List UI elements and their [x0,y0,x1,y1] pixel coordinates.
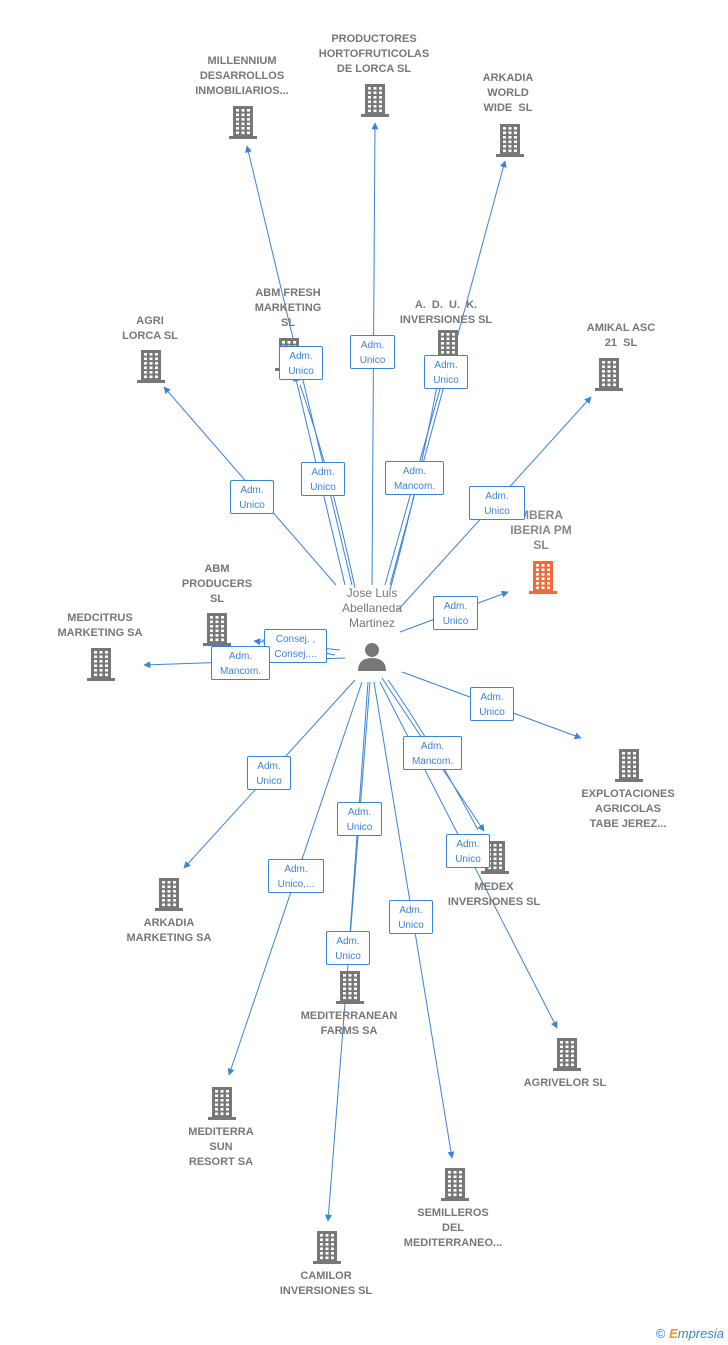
building-icon[interactable] [527,559,559,595]
role-badge[interactable]: Adm. Unico [469,486,525,520]
building-icon[interactable] [85,646,117,682]
building-icon[interactable] [494,122,526,158]
role-badge[interactable]: Adm. Unico [337,802,382,836]
company-label-arkadia-world[interactable]: ARKADIA WORLD WIDE SL [482,72,534,114]
role-badge[interactable]: Adm. Unico [279,346,323,380]
role-badge[interactable]: Adm. Unico [389,900,433,934]
person-icon[interactable] [357,641,387,671]
building-icon[interactable] [551,1036,583,1072]
role-badge[interactable]: Adm. Unico [433,596,478,630]
copyright-symbol: © [655,1326,666,1341]
role-badge[interactable]: Adm. Unico [424,355,468,389]
company-label-millennium[interactable]: MILLENNIUM DESARROLLOS INMOBILIARIOS... [195,55,289,97]
building-icon[interactable] [227,104,259,140]
company-label-medcitrus[interactable]: MEDCITRUS MARKETING SA [57,612,143,639]
role-badge[interactable]: Adm. Unico [326,931,370,965]
company-label-abm-producers[interactable]: ABM PRODUCERS SL [181,563,253,605]
company-label-productores[interactable]: PRODUCTORES HORTOFRUTICOLAS DE LORCA SL [318,33,430,75]
building-icon[interactable] [153,876,185,912]
building-icon[interactable] [311,1229,343,1265]
building-icon[interactable] [135,348,167,384]
building-icon[interactable] [593,356,625,392]
building-icon[interactable] [613,747,645,783]
company-label-camilor[interactable]: CAMILOR INVERSIONES SL [279,1270,373,1297]
company-label-semilleros[interactable]: SEMILLEROS DEL MEDITERRANEO... [403,1207,503,1249]
company-label-aduk[interactable]: A. D. U. K. INVERSIONES SL [399,299,493,326]
role-badge[interactable]: Adm. Unico [230,480,274,514]
company-label-arkadia-marketing[interactable]: ARKADIA MARKETING SA [126,917,212,944]
role-badge[interactable]: Adm. Unico [301,462,345,496]
role-badge[interactable]: Adm. Mancom. [403,736,462,770]
building-icon[interactable] [359,82,391,118]
role-badge[interactable]: Adm. Unico [350,335,395,369]
company-label-agri-lorca[interactable]: AGRI LORCA SL [122,315,178,342]
role-badge[interactable]: Adm. Unico [446,834,490,868]
role-badge[interactable]: Adm. Unico [247,756,291,790]
brand-logo-e: E [669,1326,678,1341]
role-badge[interactable]: Adm. Unico [470,687,514,721]
building-icon[interactable] [201,611,233,647]
company-label-mediterranean-farms[interactable]: MEDITERRANEAN FARMS SA [300,1010,398,1037]
company-label-amikal[interactable]: AMIKAL ASC 21 SL [586,322,656,349]
company-label-agrivelor[interactable]: AGRIVELOR SL [523,1077,607,1089]
company-label-embera[interactable]: MBERA IBERIA PM SL [510,508,572,552]
building-icon[interactable] [439,1166,471,1202]
company-label-mediterra-sun[interactable]: MEDITERRA SUN RESORT SA [188,1126,254,1168]
building-icon[interactable] [206,1085,238,1121]
company-label-explotaciones[interactable]: EXPLOTACIONES AGRICOLAS TABE JEREZ... [581,788,675,830]
brand-footer: © Empresia [656,1326,724,1341]
brand-logo-text: mpresia [677,1326,724,1341]
company-label-medex[interactable]: MEDEX INVERSIONES SL [447,881,541,908]
company-label-abm-fresh[interactable]: ABM FRESH MARKETING SL [254,287,322,329]
person-name[interactable]: Jose Luis Abellaneda Martinez [341,586,403,630]
role-badge[interactable]: Consej. , Consej.... [264,629,327,663]
building-icon[interactable] [334,969,366,1005]
role-badge[interactable]: Adm. Mancom. [211,646,270,680]
role-badge[interactable]: Adm. Unico,... [268,859,324,893]
role-badge[interactable]: Adm. Mancom. [385,461,444,495]
